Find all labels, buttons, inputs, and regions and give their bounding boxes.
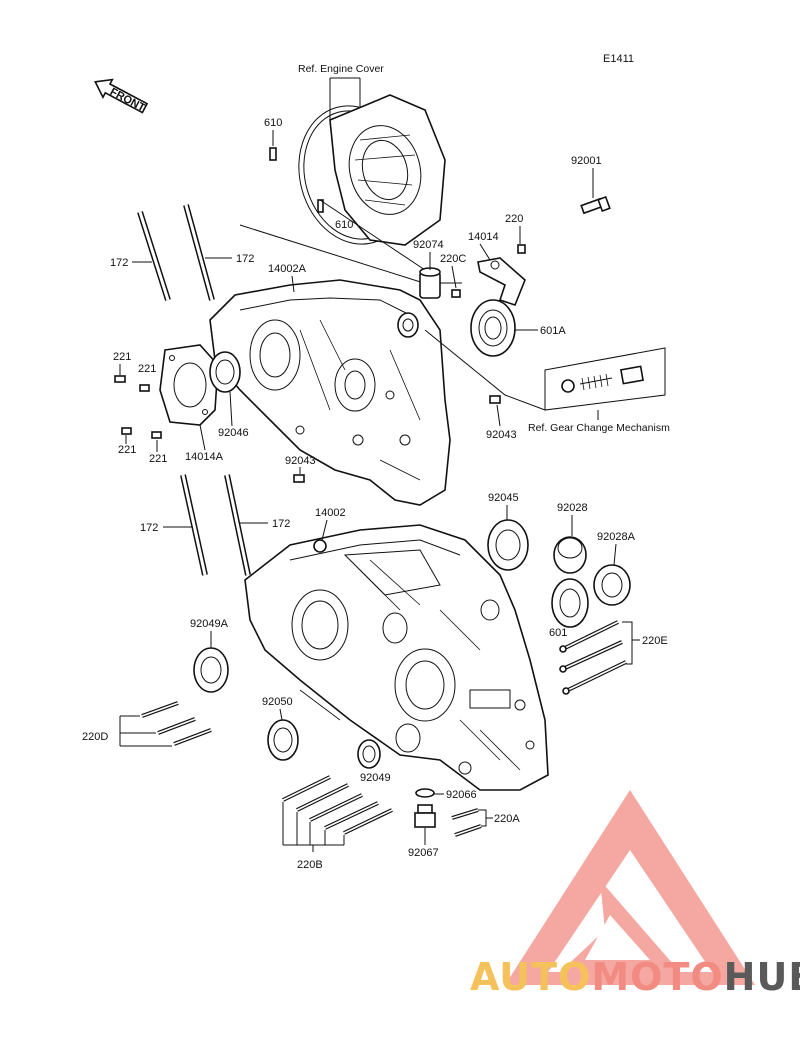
bolt-92001: [580, 195, 611, 215]
label-92067: 92067: [408, 847, 439, 859]
label-221-d: 221: [149, 453, 167, 465]
bolts-220E: [559, 620, 627, 695]
diagram-code: E1411: [603, 53, 634, 65]
label-92043-upper: 92043: [486, 429, 517, 441]
label-220E: 220E: [642, 635, 668, 647]
cap-92074: [419, 267, 441, 299]
bearing-601A: [470, 299, 516, 357]
oil-seal-92050: [267, 719, 299, 761]
bearing-plate-14014A: [159, 344, 219, 426]
label-610-upper: 610: [264, 117, 282, 129]
ref-gear-change-label: Ref. Gear Change Mechanism: [528, 422, 670, 434]
label-221-b: 221: [138, 363, 156, 375]
label-92050: 92050: [262, 696, 293, 708]
label-14002A: 14002A: [268, 263, 307, 275]
label-601: 601: [549, 627, 567, 639]
engine-cover: [329, 94, 446, 246]
label-14002: 14002: [315, 507, 346, 519]
bearing-92045: [487, 519, 529, 571]
oil-seal-92049: [357, 739, 381, 769]
dowel-92043-lower: [293, 474, 305, 483]
label-172-upper-left: 172: [110, 257, 128, 269]
label-220C: 220C: [440, 253, 466, 265]
label-172-lower-right: 172: [272, 518, 290, 530]
screws-221: [114, 375, 162, 439]
label-92045: 92045: [488, 492, 519, 504]
stud-172-upper-left: [137, 211, 171, 301]
washer-92066: [415, 788, 435, 798]
drain-plug-92067: [414, 804, 436, 828]
brand-auto: AUTO: [470, 955, 592, 999]
stud-172-upper-right: [183, 204, 215, 301]
crankcase-half-14002: [244, 524, 549, 791]
label-220A: 220A: [494, 813, 520, 825]
oil-seal-92049A: [193, 647, 229, 693]
collar-92028: [553, 536, 587, 574]
bolt-220C: [451, 289, 461, 298]
label-610-lower: 610: [335, 219, 353, 231]
label-92028: 92028: [557, 502, 588, 514]
label-14014: 14014: [468, 231, 499, 243]
label-14014A: 14014A: [185, 451, 224, 463]
stud-172-lower-left: [180, 474, 208, 576]
label-220D: 220D: [82, 731, 108, 743]
bolts-220D: [141, 701, 212, 746]
label-92049: 92049: [360, 772, 391, 784]
stud-172-lower-right: [224, 474, 251, 576]
label-172-lower-left: 172: [140, 522, 158, 534]
brand-moto: MOTO: [591, 955, 724, 999]
label-92046: 92046: [218, 427, 249, 439]
crankcase-half-14002A: [209, 279, 451, 506]
bolts-220B: [282, 775, 393, 835]
label-92049A: 92049A: [190, 618, 229, 630]
bolt-220: [517, 244, 526, 254]
bolts-220A: [451, 808, 482, 837]
label-221-c: 221: [118, 444, 136, 456]
ref-engine-cover-label: Ref. Engine Cover: [298, 63, 384, 75]
bracket-14014: [477, 257, 526, 306]
label-92043-lower: 92043: [285, 455, 316, 467]
label-92074: 92074: [413, 239, 444, 251]
label-92001: 92001: [571, 155, 602, 167]
label-92028A: 92028A: [597, 531, 636, 543]
front-label: FRONT: [108, 86, 147, 115]
collar-92028A: [593, 564, 631, 606]
bearing-92046: [209, 351, 241, 393]
label-172-upper-right: 172: [236, 253, 254, 265]
dowel-92043-upper: [489, 395, 501, 404]
bearing-601: [551, 578, 589, 628]
automotohub-wordmark: AUTOMOTOHUB: [470, 955, 800, 1005]
gear-change-mechanism: [544, 347, 666, 411]
label-601A: 601A: [540, 325, 566, 337]
label-220: 220: [505, 213, 523, 225]
dowel-pin-610-upper: [269, 147, 277, 161]
label-92066: 92066: [446, 789, 477, 801]
label-221-a: 221: [113, 351, 131, 363]
label-220B: 220B: [297, 859, 323, 871]
brand-hub: HUB: [723, 955, 800, 999]
automotohub-logo-icon: [505, 790, 755, 985]
front-arrow-icon: FRONT: [94, 78, 149, 115]
